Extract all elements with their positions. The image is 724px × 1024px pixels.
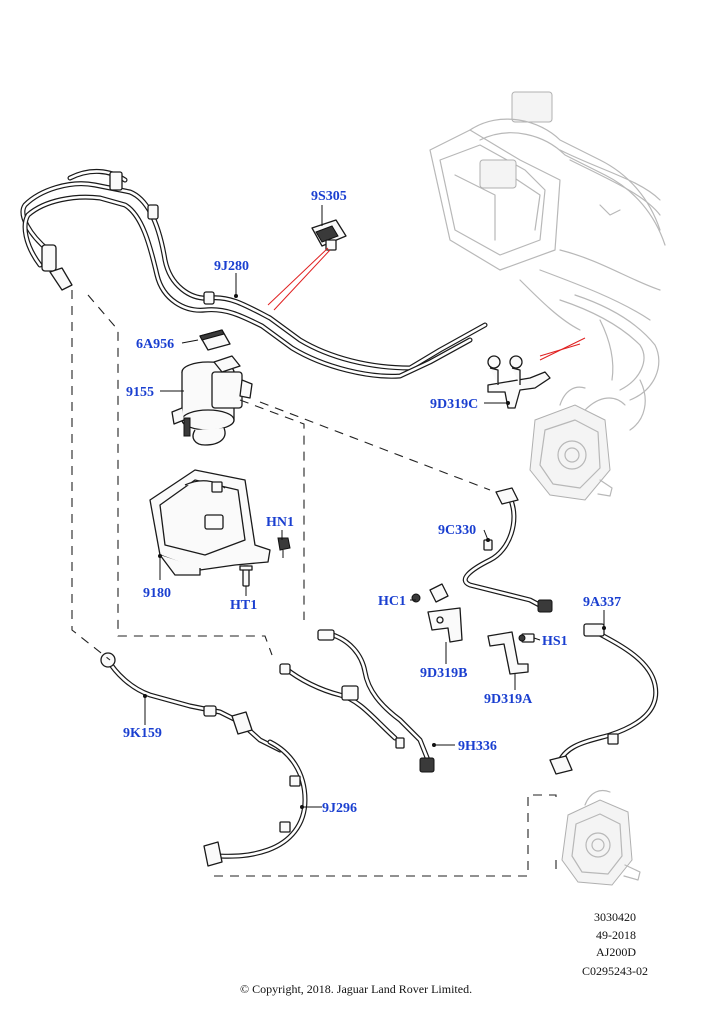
reference-code: C0295243-02 [582,964,648,978]
ghost-engine-assembly [429,91,666,501]
callout-9D319C: 9D319C [430,397,478,412]
callout-9C330: 9C330 [438,523,476,538]
bracket-9180 [149,469,271,576]
callout-9155: 9155 [126,385,154,400]
copyright-notice: © Copyright, 2018. Jaguar Land Rover Lim… [240,982,472,996]
dashed-boundaries [71,290,557,877]
screw-HS1 [518,633,535,643]
callout-HS1: HS1 [542,634,568,649]
ghost-fuel-pump-lower [561,789,641,886]
bracket-9D319A [487,631,529,675]
pipe-9A337 [549,623,659,775]
stud-HT1 [239,565,253,587]
pipe-9K159 [100,652,283,753]
callout-9D319A: 9D319A [484,692,533,707]
black-leaders [144,205,605,808]
bracket-9D319B [427,583,463,643]
nut-HN1 [277,537,291,558]
bracket-9D319C [487,355,551,409]
fuel-filter-9155 [171,355,253,446]
red-leaders [267,247,586,361]
callout-6A956: 6A956 [136,337,174,352]
callout-9J296: 9J296 [322,801,357,816]
callout-9K159: 9K159 [123,726,162,741]
reference-date: 49-2018 [596,928,636,942]
fuel-rail-9J280 [20,169,488,379]
callout-9180: 9180 [143,586,171,601]
pipe-9H336 [279,629,435,773]
pipe-9J296 [203,739,308,867]
callout-9J280: 9J280 [214,259,249,274]
callout-9H336: 9H336 [458,739,497,754]
pipe-9C330 [462,487,553,613]
callout-9A337: 9A337 [583,595,621,610]
reference-number: 3030420 [594,910,636,924]
callout-HC1: HC1 [378,594,406,609]
callout-9D319B: 9D319B [420,666,467,681]
connector-9S305 [311,219,347,251]
callout-HT1: HT1 [230,598,257,613]
reference-model: AJ200D [596,945,636,959]
callout-9S305: 9S305 [311,189,347,204]
clip-HC1 [411,593,421,603]
block-6A956 [199,329,231,351]
callout-HN1: HN1 [266,515,294,530]
leader-dots [143,294,606,809]
